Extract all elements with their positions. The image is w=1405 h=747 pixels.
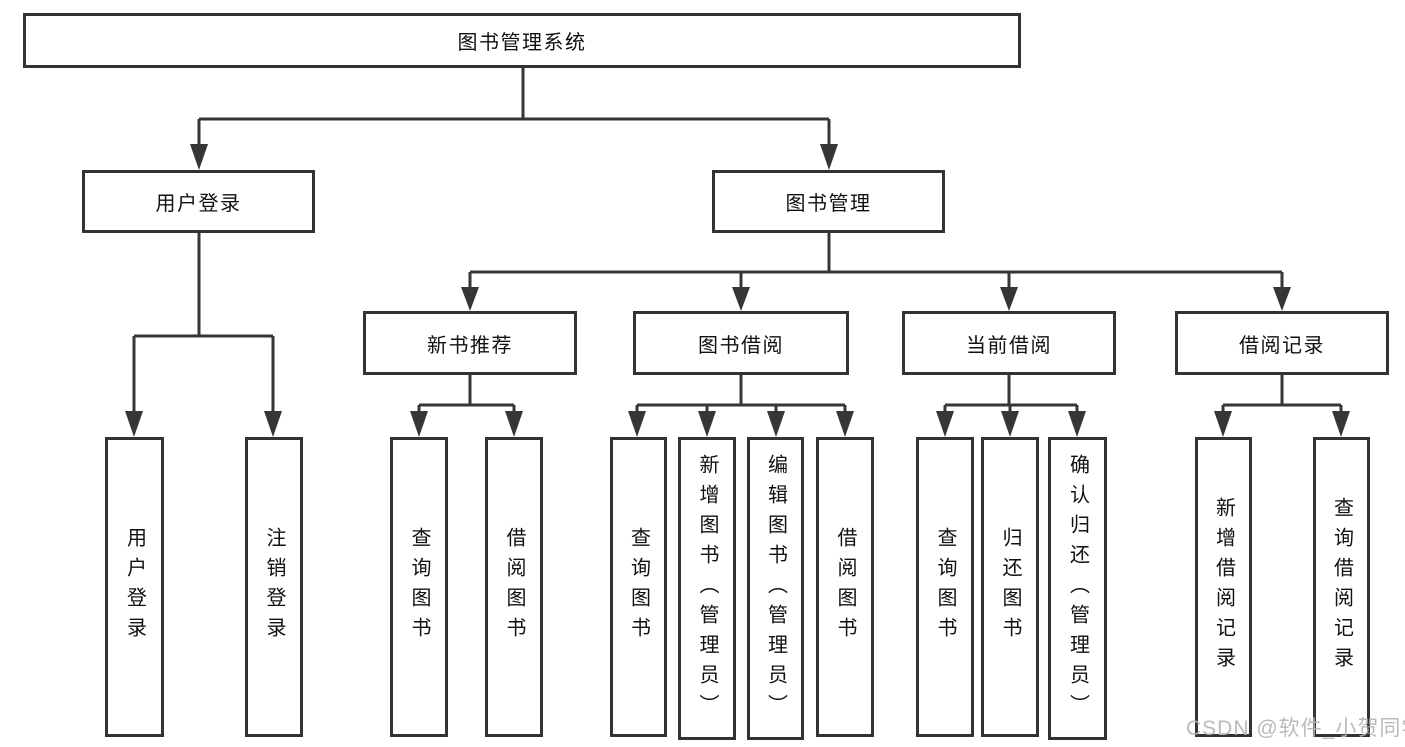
connector-lines [132, 68, 1343, 413]
node-borrowing-records: 借阅记录 [1175, 311, 1389, 375]
leaf-query-books-borrowing: 查询图书 [610, 437, 667, 737]
node-current-borrowing: 当前借阅 [902, 311, 1116, 375]
leaf-user-login-label: 用户登录 [123, 527, 146, 647]
leaf-confirm-return-admin: 确认归还（管理员） [1048, 437, 1107, 740]
leaf-query-books-borrowing-label: 查询图书 [627, 527, 650, 647]
node-borrowing-records-label: 借阅记录 [1239, 334, 1325, 357]
node-root: 图书管理系统 [23, 13, 1021, 68]
leaf-borrow-books-borrowing: 借阅图书 [816, 437, 874, 737]
node-new-book-recommendation-label: 新书推荐 [427, 334, 513, 357]
leaf-confirm-return-admin-label: 确认归还（管理员） [1066, 453, 1089, 724]
leaf-query-borrow-record-label: 查询借阅记录 [1330, 497, 1353, 677]
leaf-add-borrow-record-label: 新增借阅记录 [1212, 497, 1235, 677]
leaf-user-login: 用户登录 [105, 437, 164, 737]
leaf-edit-books-admin-label: 编辑图书（管理员） [764, 453, 787, 724]
node-user-login: 用户登录 [82, 170, 315, 233]
leaf-logout: 注销登录 [245, 437, 303, 737]
leaf-query-books-current-label: 查询图书 [934, 527, 956, 647]
leaf-borrow-books-recommend-label: 借阅图书 [503, 527, 525, 647]
node-book-borrowing: 图书借阅 [633, 311, 849, 375]
leaf-add-books-admin-label: 新增图书（管理员） [696, 453, 718, 724]
node-book-borrowing-label: 图书借阅 [698, 334, 784, 357]
node-root-label: 图书管理系统 [457, 32, 587, 54]
node-current-borrowing-label: 当前借阅 [966, 334, 1052, 357]
leaf-logout-label: 注销登录 [263, 527, 285, 647]
node-book-management-label: 图书管理 [785, 193, 872, 215]
leaf-borrow-books-borrowing-label: 借阅图书 [834, 527, 856, 647]
csdn-watermark: CSDN @软件_小贺同学 [1186, 717, 1405, 740]
leaf-query-books-recommend-label: 查询图书 [408, 527, 430, 647]
leaf-return-books: 归还图书 [981, 437, 1039, 737]
leaf-query-borrow-record: 查询借阅记录 [1313, 437, 1370, 737]
leaf-query-books-current: 查询图书 [916, 437, 974, 737]
leaf-edit-books-admin: 编辑图书（管理员） [747, 437, 804, 740]
node-new-book-recommendation: 新书推荐 [363, 311, 577, 375]
leaf-borrow-books-recommend: 借阅图书 [485, 437, 543, 737]
leaf-query-books-recommend: 查询图书 [390, 437, 448, 737]
node-user-login-label: 用户登录 [155, 193, 242, 215]
leaf-add-books-admin: 新增图书（管理员） [678, 437, 736, 740]
leaf-add-borrow-record: 新增借阅记录 [1195, 437, 1252, 737]
node-book-management: 图书管理 [712, 170, 945, 233]
arrowhead-icons [125, 144, 1350, 437]
leaf-return-books-label: 归还图书 [999, 527, 1021, 647]
